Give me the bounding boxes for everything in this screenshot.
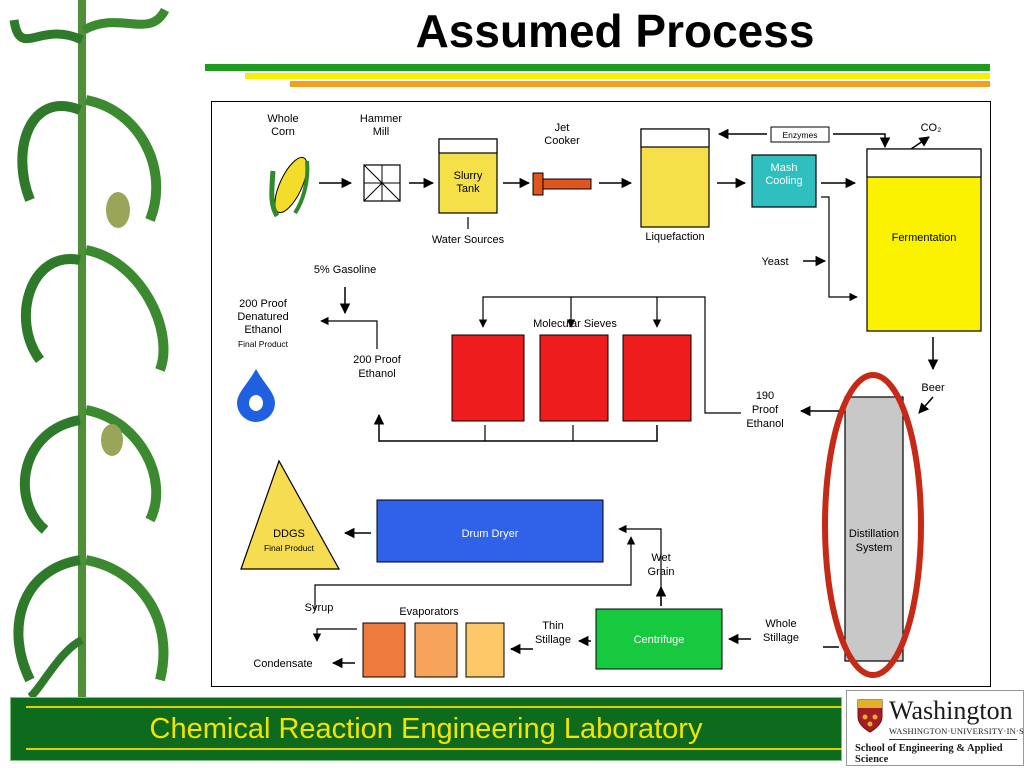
whole-corn-label-1: Whole [267,113,298,125]
evaporator-1 [362,622,406,678]
water-sources-label: Water Sources [432,234,505,246]
fermentation-headspace [866,148,982,178]
co2-label: CO₂ [921,122,942,134]
condensate-label: Condensate [253,658,312,670]
hammer-mill-label-1: Hammer [360,113,403,125]
syrup-label: Syrup [305,602,334,614]
beer-arrow [918,396,934,414]
denatured-label-1: 200 Proof [239,298,288,310]
ddgs-pile [240,459,341,570]
proof190-label-1: 190 [756,390,774,402]
process-flow-diagram: Whole Corn Hammer Mill Slurry Tank Water… [237,113,982,678]
title-rule-yellow [245,73,990,79]
denatured-final-label: Final Product [238,339,289,349]
drum-dryer-label: Drum Dryer [462,528,519,540]
proof200-to-denatured-line [320,316,378,349]
whole-corn-label-2: Corn [271,126,295,138]
mash-cooling-box [751,154,817,208]
footer-line-bottom [26,748,842,750]
footer-line-top [26,706,842,708]
slide-title: Assumed Process [415,5,815,57]
liquefaction-label: Liquefaction [645,231,704,243]
ddgs-label: DDGS [273,528,305,540]
liquefaction-headspace [640,128,710,148]
evaporator-to-syrup-line [312,628,357,642]
jet-cooker-icon [532,172,592,196]
whole-stillage-label-1: Whole [765,618,796,630]
distillation-column [844,396,904,662]
hammer-mill-icon [363,164,401,202]
slurry-tank-headspace [438,138,498,154]
fermentation-tank [866,148,982,332]
university-name: Washington [889,696,1013,725]
jet-cooker-label-1: Jet [555,122,570,134]
beer-label: Beer [921,382,945,394]
fermentation-label: Fermentation [892,232,957,244]
ddgs-final-label: Final Product [264,543,315,553]
title-rule-green [205,64,990,71]
centrifuge-label: Centrifuge [634,634,685,646]
distillation-highlight-ring [822,372,924,678]
school-name: School of Engineering & Applied Science [855,743,1003,765]
thin-stillage-label-1: Thin [542,620,563,632]
mash-cooling-label-1: Mash [771,162,798,174]
molecular-sieve-1 [451,334,525,422]
mash-to-fermentation-line [821,196,858,302]
mash-cooling-label-2: Cooling [765,175,802,187]
university-subtitle: WASHINGTON·UNIVERSITY·IN·ST·LOUIS [889,726,1024,736]
denatured-label-2: Denatured [237,311,288,323]
centrifuge [595,608,723,670]
title-rule-orange [290,81,990,87]
whole-corn-icon [269,156,310,218]
slurry-tank-label-1: Slurry [454,170,483,182]
shield-icon [857,699,883,733]
hammer-mill-label-2: Mill [373,126,390,138]
syrup-to-dryer-line [314,536,636,609]
gasoline-label: 5% Gasoline [314,264,376,276]
footer-text: Chemical Reaction Engineering Laboratory [149,713,703,745]
co2-arrow [910,136,930,150]
190-to-sieves-line [478,296,741,414]
footer-bar: Chemical Reaction Engineering Laboratory [10,697,842,761]
molecular-sieves-label: Molecular Sieves [533,318,617,330]
molecular-sieve-2 [539,334,609,422]
corn-stalk-decoration [9,0,170,697]
molecular-sieve-3 [622,334,692,422]
jet-cooker-label-2: Cooker [544,135,580,147]
enzymes-label: Enzymes [783,130,818,140]
slurry-tank-label-2: Tank [456,183,480,195]
evaporator-2 [414,622,458,678]
whole-stillage-label-2: Stillage [763,632,799,644]
evaporators-label: Evaporators [399,606,459,618]
distillation-label-2: System [856,542,893,554]
proof190-label-2: Proof [752,404,779,416]
proof200-label-2: Ethanol [358,368,395,380]
sieves-output-line [373,413,658,442]
yeast-label: Yeast [761,256,788,268]
distillation-label-1: Distillation [849,528,899,540]
logo-divider [889,739,1017,740]
enzymes-to-fermentation-arrow [833,133,891,149]
proof200-label-1: 200 Proof [353,354,402,366]
proof190-label-3: Ethanol [746,418,783,430]
denatured-label-3: Ethanol [244,324,281,336]
drum-dryer [376,499,604,563]
evaporator-3 [465,622,505,678]
enzymes-box [770,126,830,143]
university-logo: Washington WASHINGTON·UNIVERSITY·IN·ST·L… [846,690,1024,766]
thin-stillage-label-2: Stillage [535,634,571,646]
